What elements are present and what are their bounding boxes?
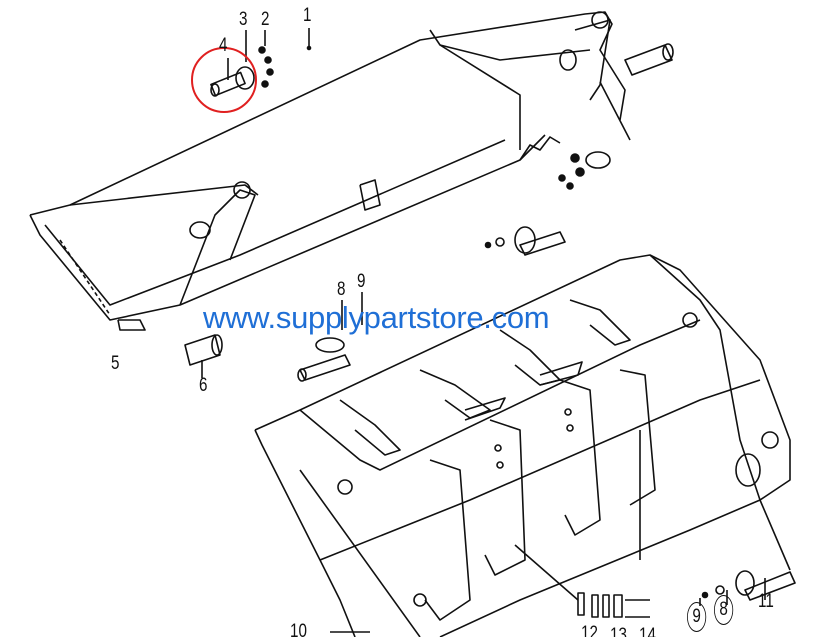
callout-9-circled: 9 <box>687 602 707 632</box>
pin-group-top <box>210 28 312 97</box>
callout-6: 6 <box>199 375 208 396</box>
hardware-cluster-right <box>558 81 631 190</box>
callout-4: 4 <box>219 35 228 56</box>
callout-1: 1 <box>303 5 312 26</box>
watermark: www.supplypartstore.com <box>203 300 550 335</box>
callout-2: 2 <box>261 9 270 30</box>
callout-3: 3 <box>239 9 248 30</box>
pins <box>297 226 796 633</box>
highlight-circle <box>191 47 257 113</box>
shim-plates <box>514 544 650 618</box>
callout-8-circled: 8 <box>714 595 734 625</box>
callout-12: 12 <box>581 623 598 637</box>
upper-frame <box>29 11 626 331</box>
callout-14: 14 <box>639 625 656 637</box>
callout-8: 8 <box>337 279 346 300</box>
callout-11: 11 <box>758 591 774 612</box>
callout-9: 9 <box>357 271 366 292</box>
callout-5: 5 <box>111 353 120 374</box>
bucket <box>254 254 791 637</box>
bushings <box>184 43 674 378</box>
callout-10: 10 <box>290 621 307 637</box>
callout-13: 13 <box>610 625 627 637</box>
